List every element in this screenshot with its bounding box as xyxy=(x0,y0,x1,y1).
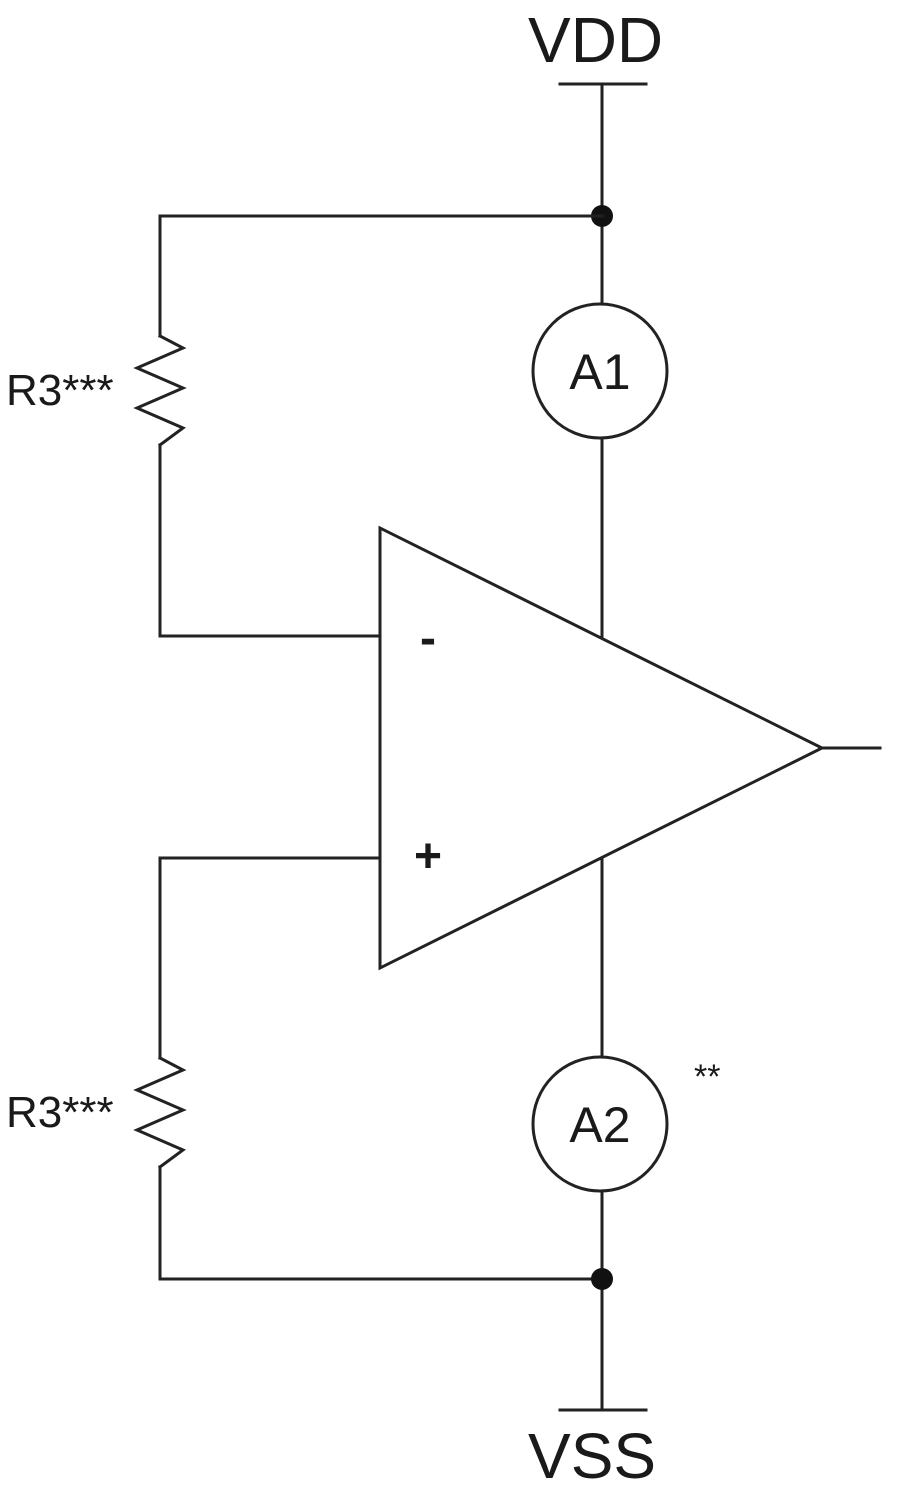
noninverting-input-label: + xyxy=(414,830,442,883)
vdd-label: VDD xyxy=(528,4,663,76)
bottom-resistor-label: R3*** xyxy=(6,1088,114,1137)
noninverting-input-wire xyxy=(158,856,382,1060)
vss-junction-node xyxy=(591,1268,613,1290)
inverting-input-label: - xyxy=(420,612,436,665)
opamp-triangle xyxy=(378,525,826,971)
a2-label: A2 xyxy=(569,1097,630,1153)
top-resistor xyxy=(133,333,187,448)
top-resistor-label: R3*** xyxy=(6,366,114,415)
a1-label: A1 xyxy=(569,344,630,400)
a2-footnote-marker: ** xyxy=(694,1058,720,1096)
inverting-input-wire xyxy=(158,443,382,638)
a2-ammeter xyxy=(531,1055,669,1193)
bottom-resistor xyxy=(133,1055,187,1170)
top-resistor-wire xyxy=(158,214,604,338)
bottom-resistor-wire xyxy=(158,1165,604,1281)
a1-ammeter xyxy=(531,302,669,440)
vss-label: VSS xyxy=(528,1420,656,1487)
